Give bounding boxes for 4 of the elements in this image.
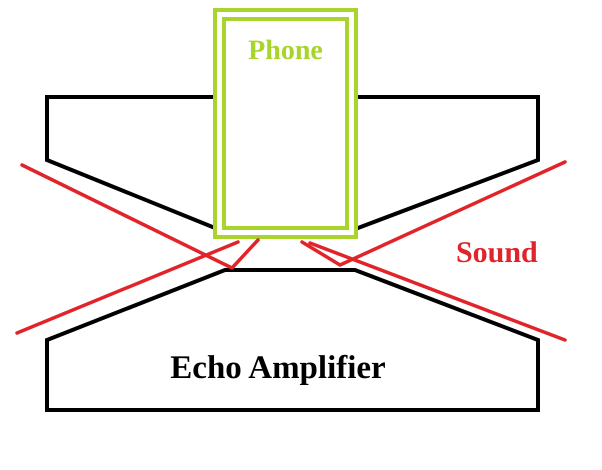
phone-label: Phone bbox=[248, 37, 323, 65]
amplifier-label: Echo Amplifier bbox=[170, 352, 386, 385]
sound-label: Sound bbox=[456, 238, 538, 268]
phone-box bbox=[213, 8, 358, 239]
